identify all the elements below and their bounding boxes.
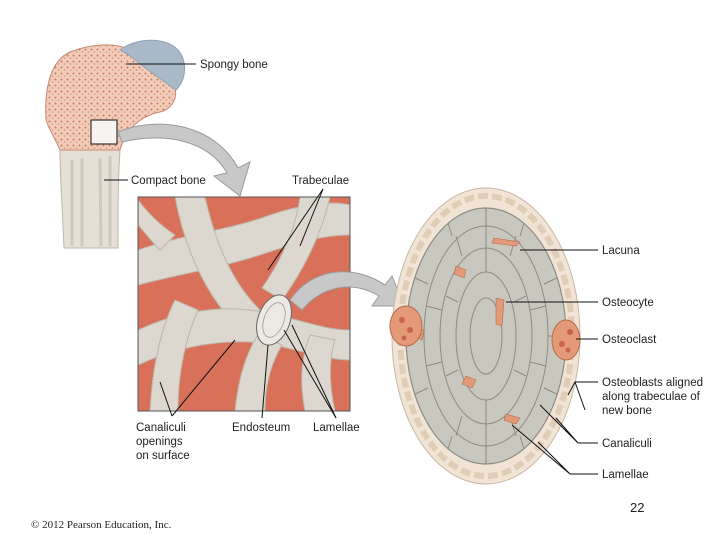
label-lamellae-left: Lamellae <box>313 422 360 434</box>
articular-cartilage <box>119 39 185 91</box>
label-lamellae-right: Lamellae <box>602 469 649 481</box>
spongy-bone-region <box>45 44 177 151</box>
label-trabeculae: Trabeculae <box>292 175 349 187</box>
trabecula-cross-section <box>256 294 292 346</box>
zoom-box <box>90 119 118 145</box>
trabeculae-box <box>137 196 351 412</box>
label-compact-bone: Compact bone <box>131 175 206 187</box>
trabecula-cross-section-detail <box>389 187 581 485</box>
label-osteoclast: Osteoclast <box>602 334 657 346</box>
labels: Spongy bone Compact bone Trabeculae Cana… <box>131 59 703 481</box>
femur-section <box>45 39 185 249</box>
label-canaliculi-right: Canaliculi <box>602 438 652 450</box>
label-canaliculi-openings-2: openings <box>136 436 183 448</box>
osteoclast-right <box>551 319 581 361</box>
osteoclast-left <box>389 305 423 347</box>
label-canaliculi-openings-1: Canaliculi <box>136 422 186 434</box>
copyright-notice: © 2012 Pearson Education, Inc. <box>31 519 172 531</box>
arrow-to-trabeculae <box>117 123 251 197</box>
leader-lines <box>104 63 598 475</box>
compact-bone-lines <box>70 156 112 247</box>
label-endosteum: Endosteum <box>232 422 290 434</box>
label-canaliculi-openings-3: on surface <box>136 450 190 462</box>
label-osteoblasts-1: Osteoblasts aligned <box>602 377 703 389</box>
label-osteoblasts-2: along trabeculae of <box>602 391 701 403</box>
label-osteocyte: Osteocyte <box>602 297 654 309</box>
label-lacuna: Lacuna <box>602 245 640 257</box>
compact-bone-shaft <box>59 149 121 249</box>
label-osteoblasts-3: new bone <box>602 405 652 417</box>
page-number: 22 <box>630 500 645 515</box>
label-spongy-bone: Spongy bone <box>200 59 268 71</box>
